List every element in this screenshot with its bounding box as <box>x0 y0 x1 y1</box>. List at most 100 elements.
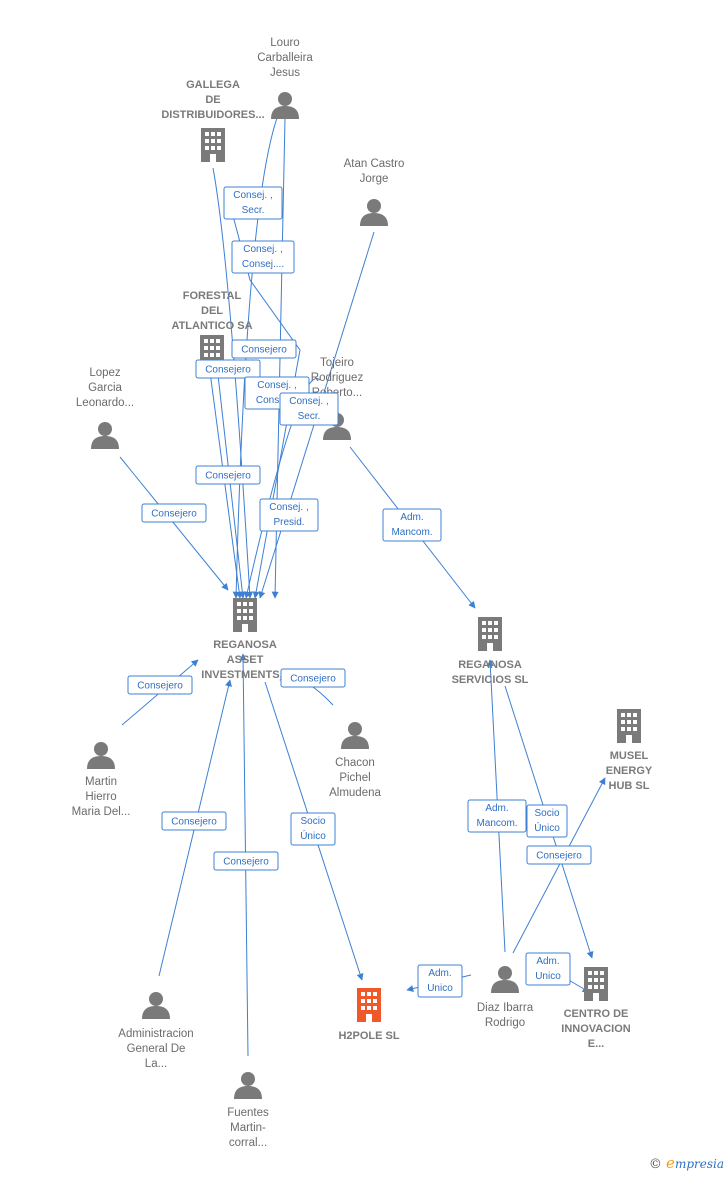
edge-label-text: Consej. , <box>233 190 272 201</box>
edge-label-text: Socio <box>300 816 325 827</box>
node-label-line: La... <box>145 1058 167 1070</box>
edge-label-e3[interactable]: Consejero <box>231 339 297 359</box>
node-label-line: Leonardo... <box>76 397 134 409</box>
edge-line-e1 <box>232 117 278 599</box>
node-label-line: Almudena <box>329 787 381 799</box>
edge-line-e7 <box>217 374 246 599</box>
node-label-line: Martin- <box>230 1122 266 1134</box>
edge-line-e8 <box>119 456 229 591</box>
edge-label-e19[interactable]: Adm.Unico <box>417 964 463 998</box>
node-label-line: FORESTAL <box>183 290 242 302</box>
person-icon <box>341 722 369 749</box>
node-label-line: Hierro <box>85 791 116 803</box>
edge-label-e10[interactable]: Adm. Mancom. <box>382 508 442 542</box>
node-fuentes[interactable]: FuentesMartin-corral... <box>227 1072 269 1149</box>
edge-label-e18[interactable]: Consejero <box>526 845 592 865</box>
node-label-line: Chacon <box>335 757 375 769</box>
node-reganosa_serv[interactable]: REGANOSA SERVICIOS SL <box>452 617 529 686</box>
building-icon <box>233 598 257 632</box>
edge-label-text: Único <box>300 829 326 842</box>
edge-label-e2[interactable]: Consej. , Consej.... <box>231 240 295 274</box>
node-label-line: HUB SL <box>609 780 650 792</box>
node-lopez[interactable]: LopezGarciaLeonardo... <box>76 367 134 449</box>
edge-label-text: Consej. , <box>243 244 282 255</box>
node-label-line: E... <box>588 1038 605 1050</box>
copyright-icon: © <box>648 1157 662 1172</box>
person-icon <box>271 92 299 119</box>
edge-label-e20[interactable]: Adm.Unico <box>525 952 571 986</box>
node-label-line: Atan Castro <box>344 158 405 170</box>
person-icon <box>142 992 170 1019</box>
node-centro[interactable]: CENTRO DEINNOVACIONE... <box>561 967 631 1050</box>
edge-label-text: Consejero <box>151 509 197 520</box>
edge-label-text: Secr. <box>242 205 265 216</box>
brand-logo-text: mpresia <box>674 1157 724 1171</box>
edge-label-e4[interactable]: Consejero <box>195 359 261 379</box>
edge-label-text: Adm. <box>428 968 451 979</box>
node-label-line: ENERGY <box>606 765 653 777</box>
edge-label-text: Consej. , <box>269 502 308 513</box>
edge-label-text: Consejero <box>137 681 183 692</box>
building-icon <box>357 988 381 1022</box>
building-icon <box>478 617 502 651</box>
edge-label-text: Consej.... <box>242 259 284 270</box>
nodes-layer: LouroCarballeiraJesusGALLEGADEDISTRIBUID… <box>72 37 653 1149</box>
node-label-line: ATLANTICO SA <box>171 320 252 332</box>
edge-label-e1[interactable]: Consej. , Secr. <box>223 186 283 220</box>
edge-label-text: Consejero <box>241 345 287 356</box>
edge-label-text: Consejero <box>171 817 217 828</box>
edge-label-text: Consejero <box>205 471 251 482</box>
node-label-line: Jesus <box>270 67 300 79</box>
edge-label-text: Mancom. <box>476 818 517 829</box>
edge-label-e12[interactable]: Consejero <box>280 668 346 688</box>
building-icon <box>584 967 608 1001</box>
edge-label-text: Mancom. <box>391 527 432 538</box>
edge-label-text: Adm. <box>485 803 508 814</box>
edge-label-e15[interactable]: Consejero <box>213 851 279 871</box>
person-icon <box>91 422 119 449</box>
node-reganosa_asset[interactable]: REGANOSAASSETINVESTMENTS... <box>201 598 289 681</box>
edge-label-e9[interactable]: Consej. ,Presid. <box>259 498 319 532</box>
edge-label-e6[interactable]: Consej. ,Secr. <box>279 392 339 426</box>
node-label-line: Lopez <box>89 367 121 379</box>
edge-label-text: Socio <box>534 808 559 819</box>
node-forestal[interactable]: FORESTAL DEL ATLANTICO SA <box>171 290 253 369</box>
edge-label-text: Secr. <box>298 411 321 422</box>
person-icon <box>360 199 388 226</box>
node-label-line: Fuentes <box>227 1107 269 1119</box>
node-gallega[interactable]: GALLEGADEDISTRIBUIDORES... <box>161 79 265 162</box>
edge-label-e16[interactable]: Adm. Mancom. <box>467 799 527 833</box>
node-label-line: Pichel <box>339 772 370 784</box>
edge-label-text: Adm. <box>400 512 423 523</box>
node-label-line: ASSET <box>227 654 264 666</box>
edge-label-text: Consej.... <box>256 395 298 406</box>
edge-label-text: Consejero <box>205 365 251 376</box>
building-icon <box>201 128 225 162</box>
node-label-line: DEL <box>201 305 223 317</box>
person-icon <box>234 1072 262 1099</box>
node-label-line: SERVICIOS SL <box>452 674 529 686</box>
edge-label-text: Unico <box>535 971 561 982</box>
edge-label-e11[interactable]: Consejero <box>127 675 193 695</box>
edge-line-e4 <box>209 371 243 599</box>
edge-label-e8[interactable]: Consejero <box>141 503 207 523</box>
edge-label-e14[interactable]: Consejero <box>161 811 227 831</box>
empresia-brand[interactable]: © empresia <box>649 1154 724 1172</box>
node-label-line: REGANOSA <box>458 659 522 671</box>
edge-line-e18 <box>512 777 606 954</box>
node-h2pole[interactable]: H2POLE SL <box>338 988 400 1042</box>
edge-label-e7[interactable]: Consejero <box>195 465 261 485</box>
edge-label-text: Consejero <box>223 857 269 868</box>
node-label-line: Jorge <box>360 173 389 185</box>
node-label-line: corral... <box>229 1137 267 1149</box>
